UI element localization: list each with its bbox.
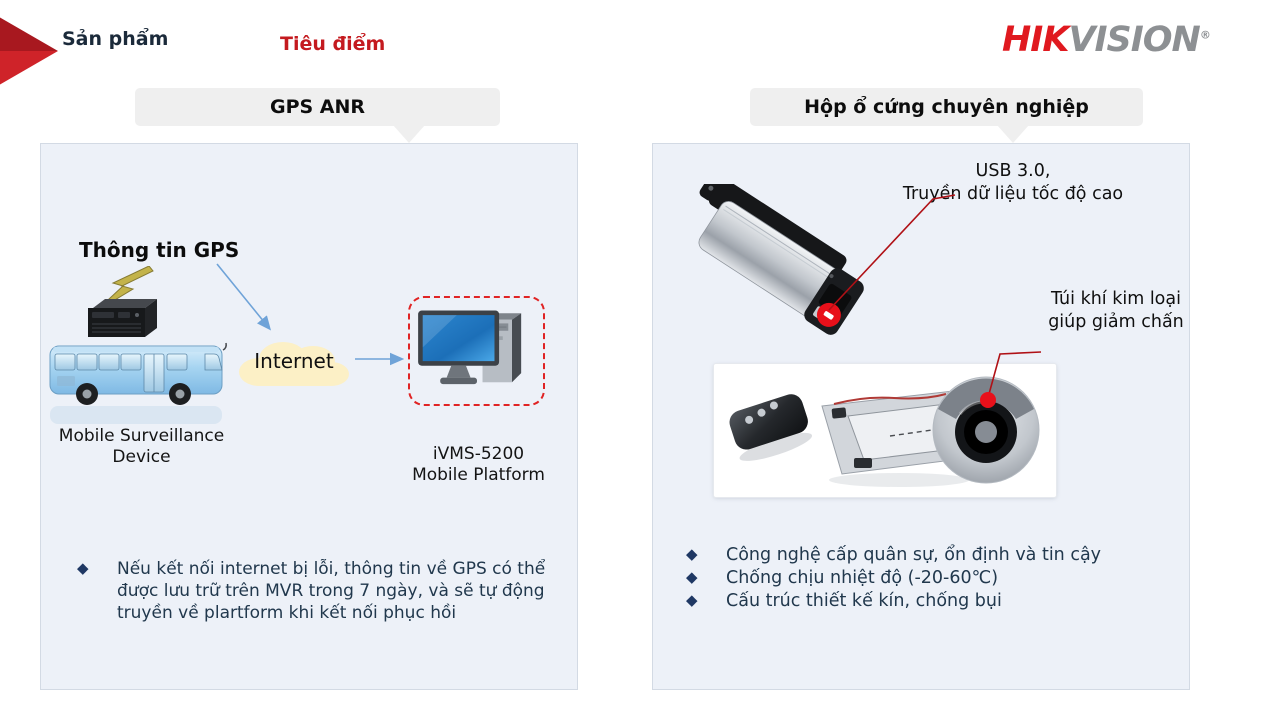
tab-focus: Tiêu điểm <box>280 33 386 55</box>
hdd-bullet-text: Công nghệ cấp quân sự, ổn định và tin cậ… <box>726 545 1102 565</box>
logo-vision: VISION <box>1068 20 1200 60</box>
platform-label-line1: iVMS-5200 <box>432 444 525 464</box>
section-header-gps-anr: GPS ANR <box>135 88 500 143</box>
platform-dashed-frame <box>408 296 545 406</box>
mobile-surveillance-device-label: Mobile Surveillance Device <box>58 426 225 468</box>
section-header-hdd-box: Hộp ổ cứng chuyên nghiệp <box>750 88 1143 143</box>
hdd-tray-photo <box>714 364 1056 497</box>
airbag-callout-line2: giúp giảm chấn <box>1048 311 1184 332</box>
bus-illustration <box>49 342 227 424</box>
logo-hik: HIK <box>1002 20 1069 60</box>
hdd-bullet-item: ◆ Công nghệ cấp quân sự, ổn định và tin … <box>686 544 1181 567</box>
diamond-bullet-icon: ◆ <box>77 559 89 577</box>
hdd-box-panel: USB 3.0, Truyền dữ liệu tốc độ cao Túi k… <box>652 143 1190 690</box>
diamond-bullet-icon: ◆ <box>686 568 698 586</box>
section-header-hdd-box-label: Hộp ổ cứng chuyên nghiệp <box>804 96 1089 118</box>
hikvision-logo: HIKVISION® <box>1002 20 1211 60</box>
usb-callout-line2: Truyền dữ liệu tốc độ cao <box>902 183 1124 204</box>
internet-cloud: Internet <box>233 332 355 394</box>
computer-illustration <box>417 310 521 385</box>
airbag-callout: Túi khí kim loại giúp giảm chấn <box>1041 288 1191 334</box>
hdd-bullet-item: ◆ Chống chịu nhiệt độ (-20-60℃) <box>686 567 1181 590</box>
platform-label-line2: Mobile Platform <box>412 465 545 486</box>
hdd-bullet-list: ◆ Công nghệ cấp quân sự, ổn định và tin … <box>686 544 1181 613</box>
diamond-bullet-icon: ◆ <box>686 591 698 609</box>
usb-callout: USB 3.0, Truyền dữ liệu tốc độ cao <box>853 160 1173 206</box>
registered-mark: ® <box>1199 28 1211 42</box>
hdd-bullet-text: Chống chịu nhiệt độ (-20-60℃) <box>726 568 999 588</box>
diamond-bullet-icon: ◆ <box>686 545 698 563</box>
hdd-bullet-item: ◆ Cấu trúc thiết kế kín, chống bụi <box>686 590 1181 613</box>
airbag-callout-line1: Túi khí kim loại <box>1051 289 1181 309</box>
gps-info-label: Thông tin GPS <box>79 238 240 262</box>
tab-products: Sản phẩm <box>62 28 169 50</box>
red-arrow-icon <box>0 17 58 85</box>
gps-bullet-item: ◆ Nếu kết nối internet bị lỗi, thông tin… <box>77 558 549 624</box>
section-header-gps-anr-label: GPS ANR <box>269 96 366 118</box>
platform-label: iVMS-5200 Mobile Platform <box>381 444 576 487</box>
usb-callout-line1: USB 3.0, <box>975 161 1051 181</box>
header-pointer <box>393 125 425 143</box>
header-pointer <box>997 125 1029 143</box>
mvr-device-illustration <box>88 299 157 337</box>
cloud-icon <box>239 342 349 386</box>
gps-bullet-text: Nếu kết nối internet bị lỗi, thông tin v… <box>117 559 546 624</box>
hdd-tray-photo-content <box>729 376 1040 487</box>
hdd-enclosure-illustration <box>698 184 864 335</box>
internet-label: Internet <box>254 349 334 373</box>
gps-anr-panel: Thông tin GPS <box>40 143 578 690</box>
hdd-bullet-text: Cấu trúc thiết kế kín, chống bụi <box>726 591 1002 611</box>
